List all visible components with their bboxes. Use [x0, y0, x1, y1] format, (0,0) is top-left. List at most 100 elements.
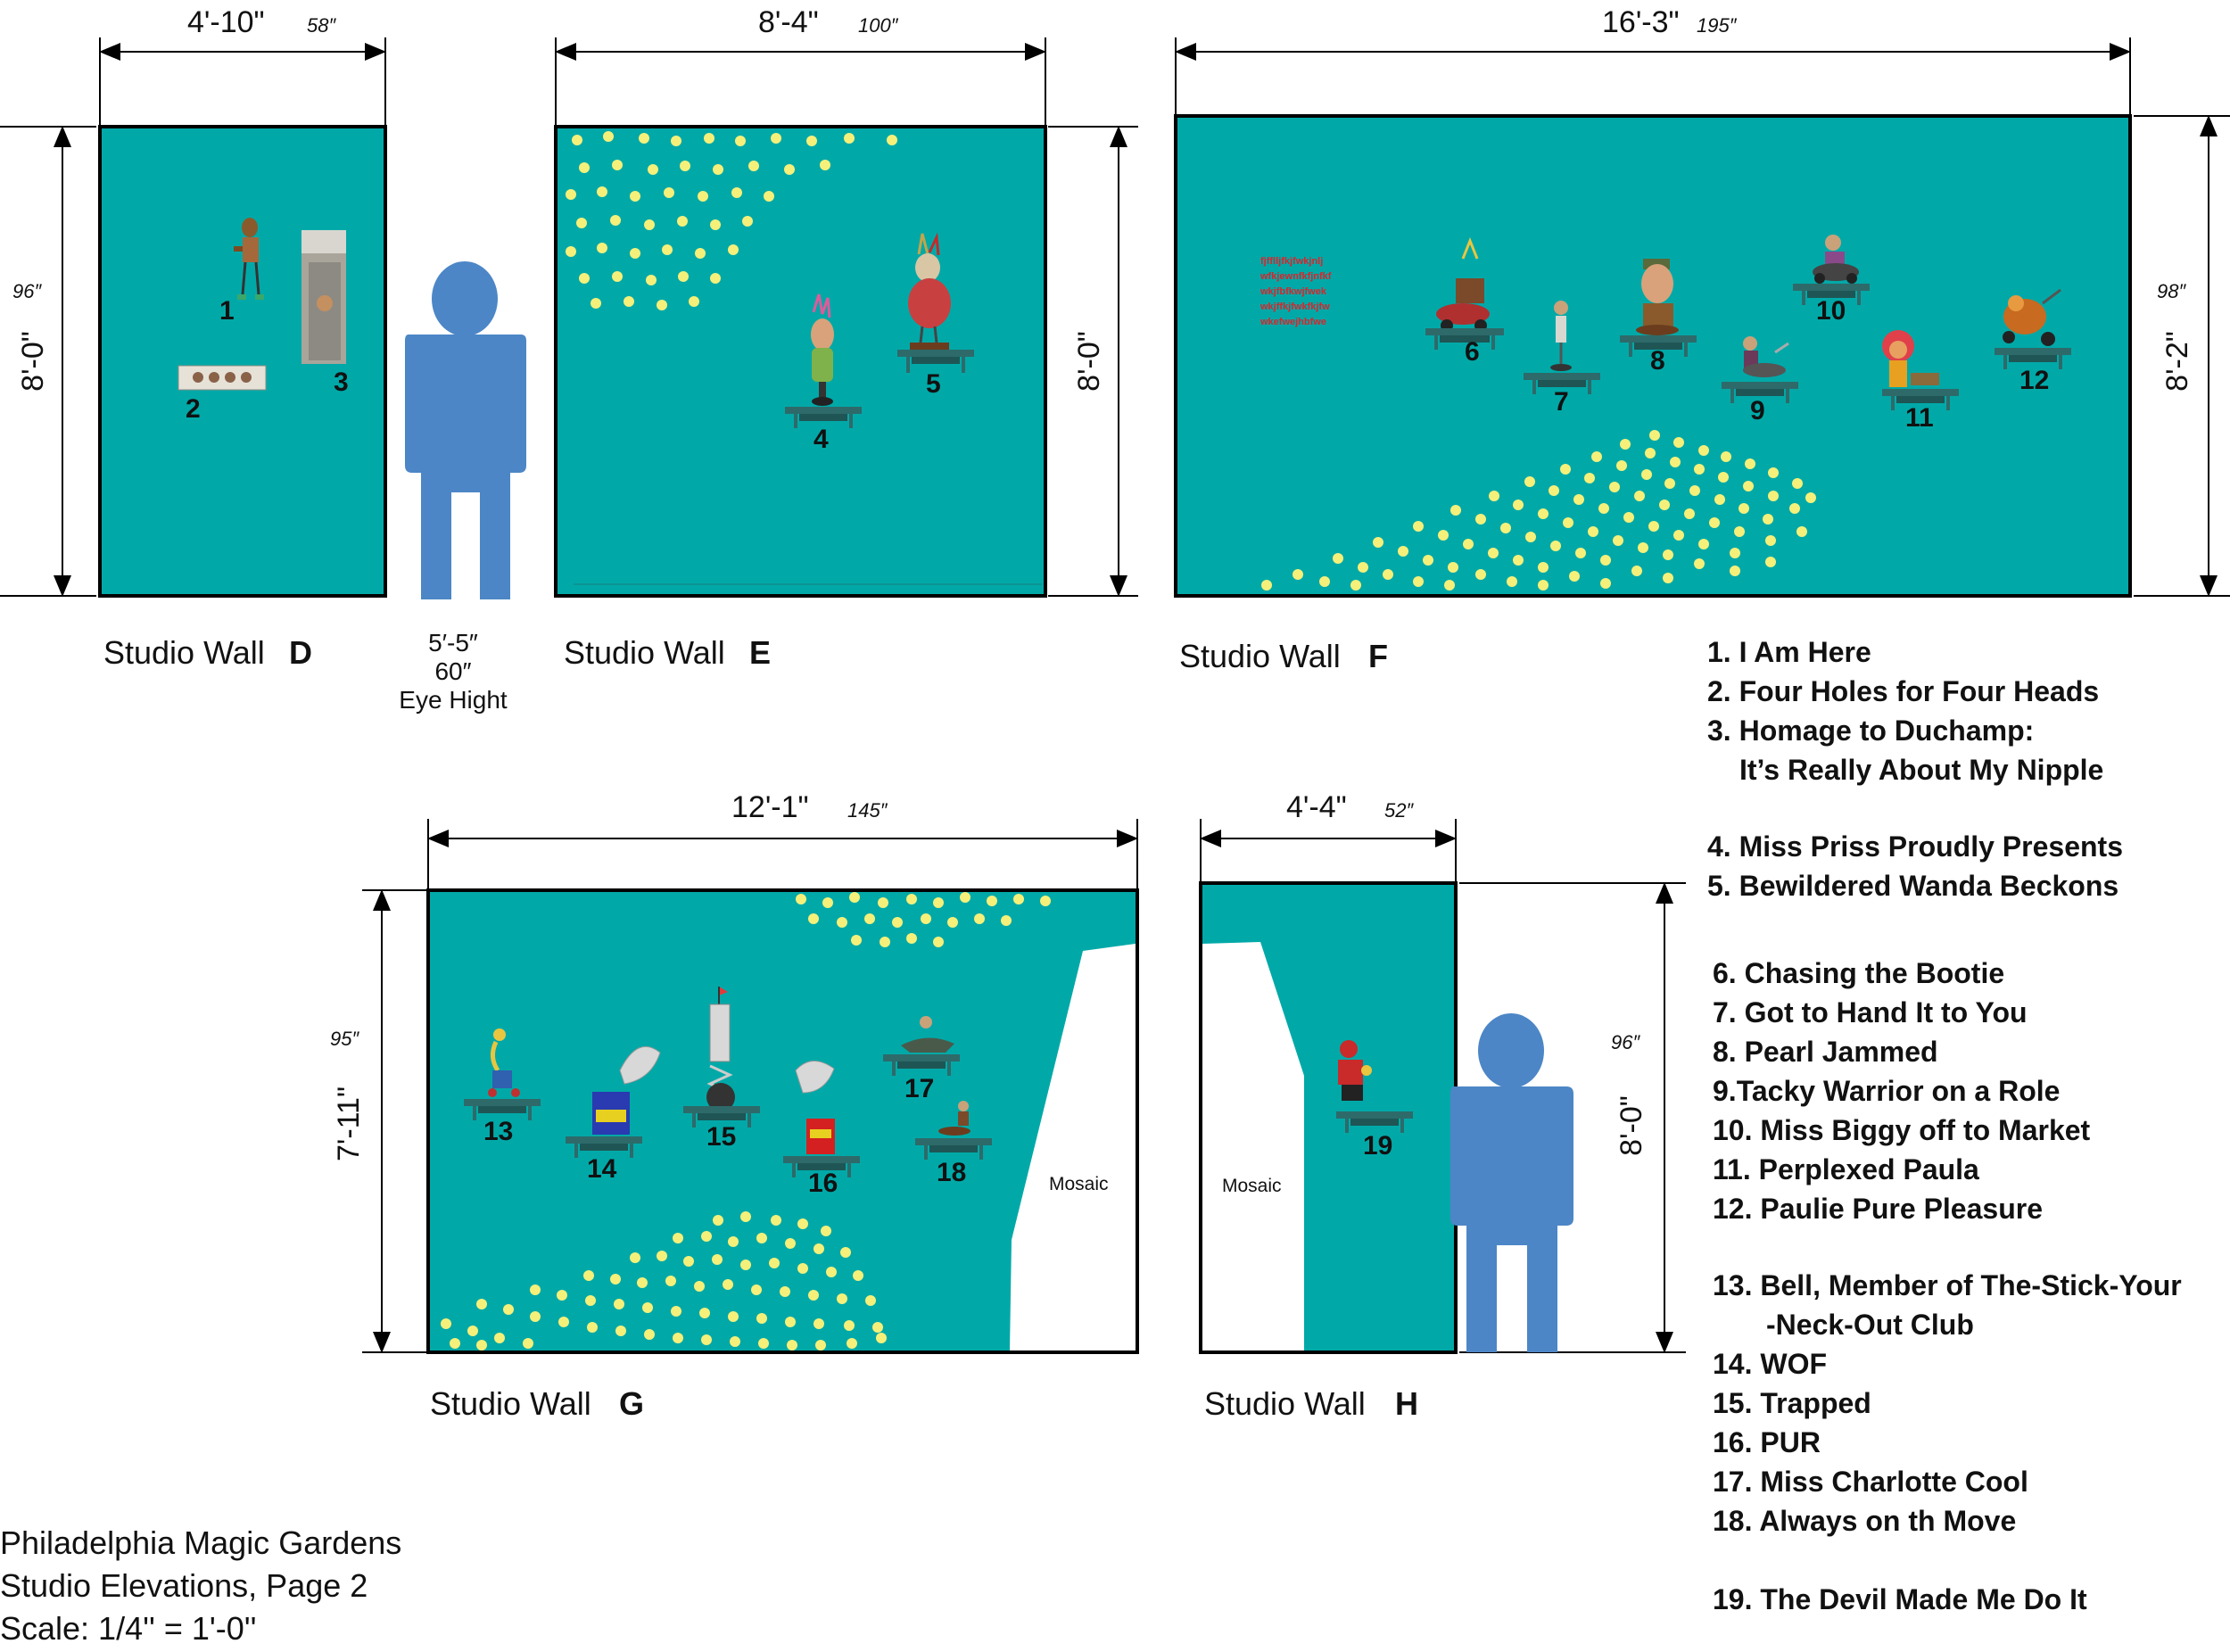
wall-e-item-5-number: 5 — [926, 369, 941, 399]
wall-f-item-8-number: 8 — [1650, 346, 1665, 376]
wall-g-item-13-number: 13 — [483, 1117, 513, 1146]
wall-e-width-inches: 100″ — [858, 14, 899, 37]
wall-e-height-dimension: 8'-0" — [1048, 126, 1138, 597]
artwork-2-four-holes — [178, 365, 267, 391]
artwork-7-got-to-hand-it-to-you — [1524, 301, 1600, 394]
wall-h-width-feet: 4'-4" — [1286, 790, 1347, 824]
wall-g: 12'-1" 145″ 7'-11" 95″ Mosaic — [330, 790, 1139, 1422]
eye-height-imperial: 5′-5″ — [428, 629, 478, 657]
person-icon — [405, 261, 526, 599]
wall-g-mosaic-area — [1010, 944, 1136, 1351]
legend-item: 7. Got to Hand It to You — [1713, 996, 2028, 1028]
wall-h-width-dimension: 4'-4" 52″ — [1200, 790, 1457, 883]
wall-g-item-15-number: 15 — [706, 1122, 736, 1152]
wall-f-item-12-number: 12 — [2019, 366, 2049, 395]
artwork-legend: 1. I Am Here 2. Four Holes for Four Head… — [1707, 636, 2182, 1615]
wall-h-label: Studio Wall — [1204, 1385, 1366, 1422]
legend-item: 16. PUR — [1713, 1426, 1821, 1458]
wall-g-item-14-number: 14 — [587, 1154, 617, 1184]
wall-d-height-inches: 96″ — [12, 280, 42, 302]
artwork-17-miss-charlotte-cool — [883, 1016, 960, 1076]
wall-d-item-1-number: 1 — [219, 296, 235, 326]
eye-height-note: 5′-5″ 60″ Eye Hight — [399, 629, 508, 714]
wall-f-red-text-line-2: wfkjewnfkfjnfkf — [1260, 271, 1332, 282]
wall-f-item-11-number: 11 — [1905, 403, 1934, 433]
wall-f-width-dimension: 16'-3" 195″ — [1175, 5, 2131, 114]
wall-h-mosaic-label: Mosaic — [1222, 1176, 1282, 1196]
wall-d-item-3-number: 3 — [334, 368, 349, 397]
artwork-8-pearl-jammed — [1620, 259, 1697, 357]
wall-f-red-text-line-4: wkjffkjfwkfkjfw — [1260, 301, 1330, 312]
title-block: Philadelphia Magic Gardens Studio Elevat… — [0, 1524, 401, 1647]
artwork-14-wof — [566, 1045, 661, 1158]
wall-e: 8'-4" 100″ 8'-0" — [554, 5, 1138, 671]
wall-f-red-text-line-3: wkjfbfkwjfwek — [1260, 286, 1327, 297]
legend-item: 14. WOF — [1713, 1348, 1827, 1380]
legend-item: 9.Tacky Warrior on a Role — [1713, 1075, 2060, 1107]
legend-item: 1. I Am Here — [1707, 636, 1871, 668]
wall-d-height-dimension: 8'-0" 96″ — [0, 126, 96, 597]
wall-g-width-inches: 145″ — [847, 799, 888, 822]
wall-e-label: Studio Wall — [564, 634, 725, 671]
wall-g-label: Studio Wall — [430, 1385, 591, 1422]
wall-e-letter: E — [749, 634, 771, 671]
wall-f-item-7-number: 7 — [1554, 387, 1569, 417]
legend-item: 18. Always on th Move — [1713, 1505, 2016, 1537]
legend-item: 2. Four Holes for Four Heads — [1707, 675, 2099, 707]
artwork-10-miss-biggy — [1793, 235, 1870, 305]
wall-d-item-2-number: 2 — [186, 394, 201, 424]
title-block-sheet: Studio Elevations, Page 2 — [0, 1567, 368, 1604]
wall-g-letter: G — [619, 1385, 644, 1422]
wall-g-height-inches: 95″ — [330, 1028, 359, 1050]
wall-h-height-dimension: 8'-0" 96″ — [1459, 882, 1686, 1353]
wall-f-height-dimension: 8'-2" 98″ — [2134, 115, 2230, 597]
wall-f-height-feet: 8'-2" — [2160, 331, 2194, 392]
wall-h-width-inches: 52″ — [1384, 799, 1414, 822]
eye-height-inches: 60″ — [434, 657, 471, 685]
wall-g-height-dimension: 7'-11" 95″ — [330, 889, 426, 1353]
wall-f-item-6-number: 6 — [1465, 337, 1480, 367]
legend-item: 6. Chasing the Bootie — [1713, 957, 2004, 989]
title-block-project: Philadelphia Magic Gardens — [0, 1524, 401, 1561]
artwork-18-always-on-the-move — [915, 1101, 992, 1160]
wall-h-height-feet: 8'-0" — [1615, 1095, 1648, 1156]
legend-item: It’s Really About My Nipple — [1739, 754, 2103, 786]
wall-f-panel — [1174, 114, 2132, 598]
artwork-11-perplexed-paula — [1882, 330, 1959, 410]
wall-d-width-inches: 58″ — [307, 14, 336, 37]
wall-g-width-dimension: 12'-1" 145″ — [427, 790, 1138, 888]
wall-f-red-text-line-1: fjfflljfkjfwkjnlj — [1260, 256, 1323, 267]
wall-d-width-feet: 4'-10" — [187, 5, 265, 39]
wall-f-width-feet: 16'-3" — [1602, 5, 1680, 39]
wall-e-width-feet: 8'-4" — [758, 5, 819, 39]
wall-f-dot-pattern — [1261, 430, 1816, 591]
wall-d-label: Studio Wall — [103, 634, 265, 671]
wall-e-dot-pattern — [566, 131, 897, 310]
wall-e-height-feet: 8'-0" — [1072, 331, 1106, 392]
wall-f-red-text-line-5: wkefwejhbfwe — [1260, 317, 1326, 327]
legend-item: -Neck-Out Club — [1766, 1309, 1974, 1341]
wall-h-letter: H — [1395, 1385, 1418, 1422]
artwork-12-paulie-pure-pleasure — [1995, 288, 2071, 369]
wall-g-dot-pattern-bottom — [441, 1211, 887, 1351]
artwork-19-the-devil-made-me-do-it — [1336, 1040, 1413, 1133]
wall-h-height-inches: 96″ — [1611, 1031, 1640, 1053]
person-icon — [1450, 1013, 1573, 1352]
artwork-1-i-am-here — [234, 218, 264, 300]
wall-e-width-dimension: 8'-4" 100″ — [555, 5, 1046, 125]
legend-item: 4. Miss Priss Proudly Presents — [1707, 830, 2123, 863]
legend-item: 5. Bewildered Wanda Beckons — [1707, 870, 2118, 902]
artwork-5-bewildered-wanda — [897, 232, 974, 373]
wall-d-width-dimension: 4'-10" 58″ — [99, 5, 386, 125]
wall-h: 4'-4" 52″ 8'-0" 96″ Mosaic 19 Studio Wal… — [1199, 790, 1686, 1422]
legend-item: 10. Miss Biggy off to Market — [1713, 1114, 2091, 1146]
wall-f-red-text-block: fjfflljfkjfwkjnlj wfkjewnfkfjnfkf wkjfbf… — [1260, 256, 1332, 327]
wall-d-height-feet: 8'-0" — [16, 331, 50, 392]
wall-g-width-feet: 12'-1" — [731, 790, 809, 824]
wall-f-height-inches: 98″ — [2157, 280, 2186, 302]
legend-item: 17. Miss Charlotte Cool — [1713, 1466, 2028, 1498]
legend-item: 11. Perplexed Paula — [1713, 1153, 1979, 1185]
artwork-16-pur — [783, 1061, 860, 1177]
eye-height-label: Eye Hight — [399, 686, 508, 714]
